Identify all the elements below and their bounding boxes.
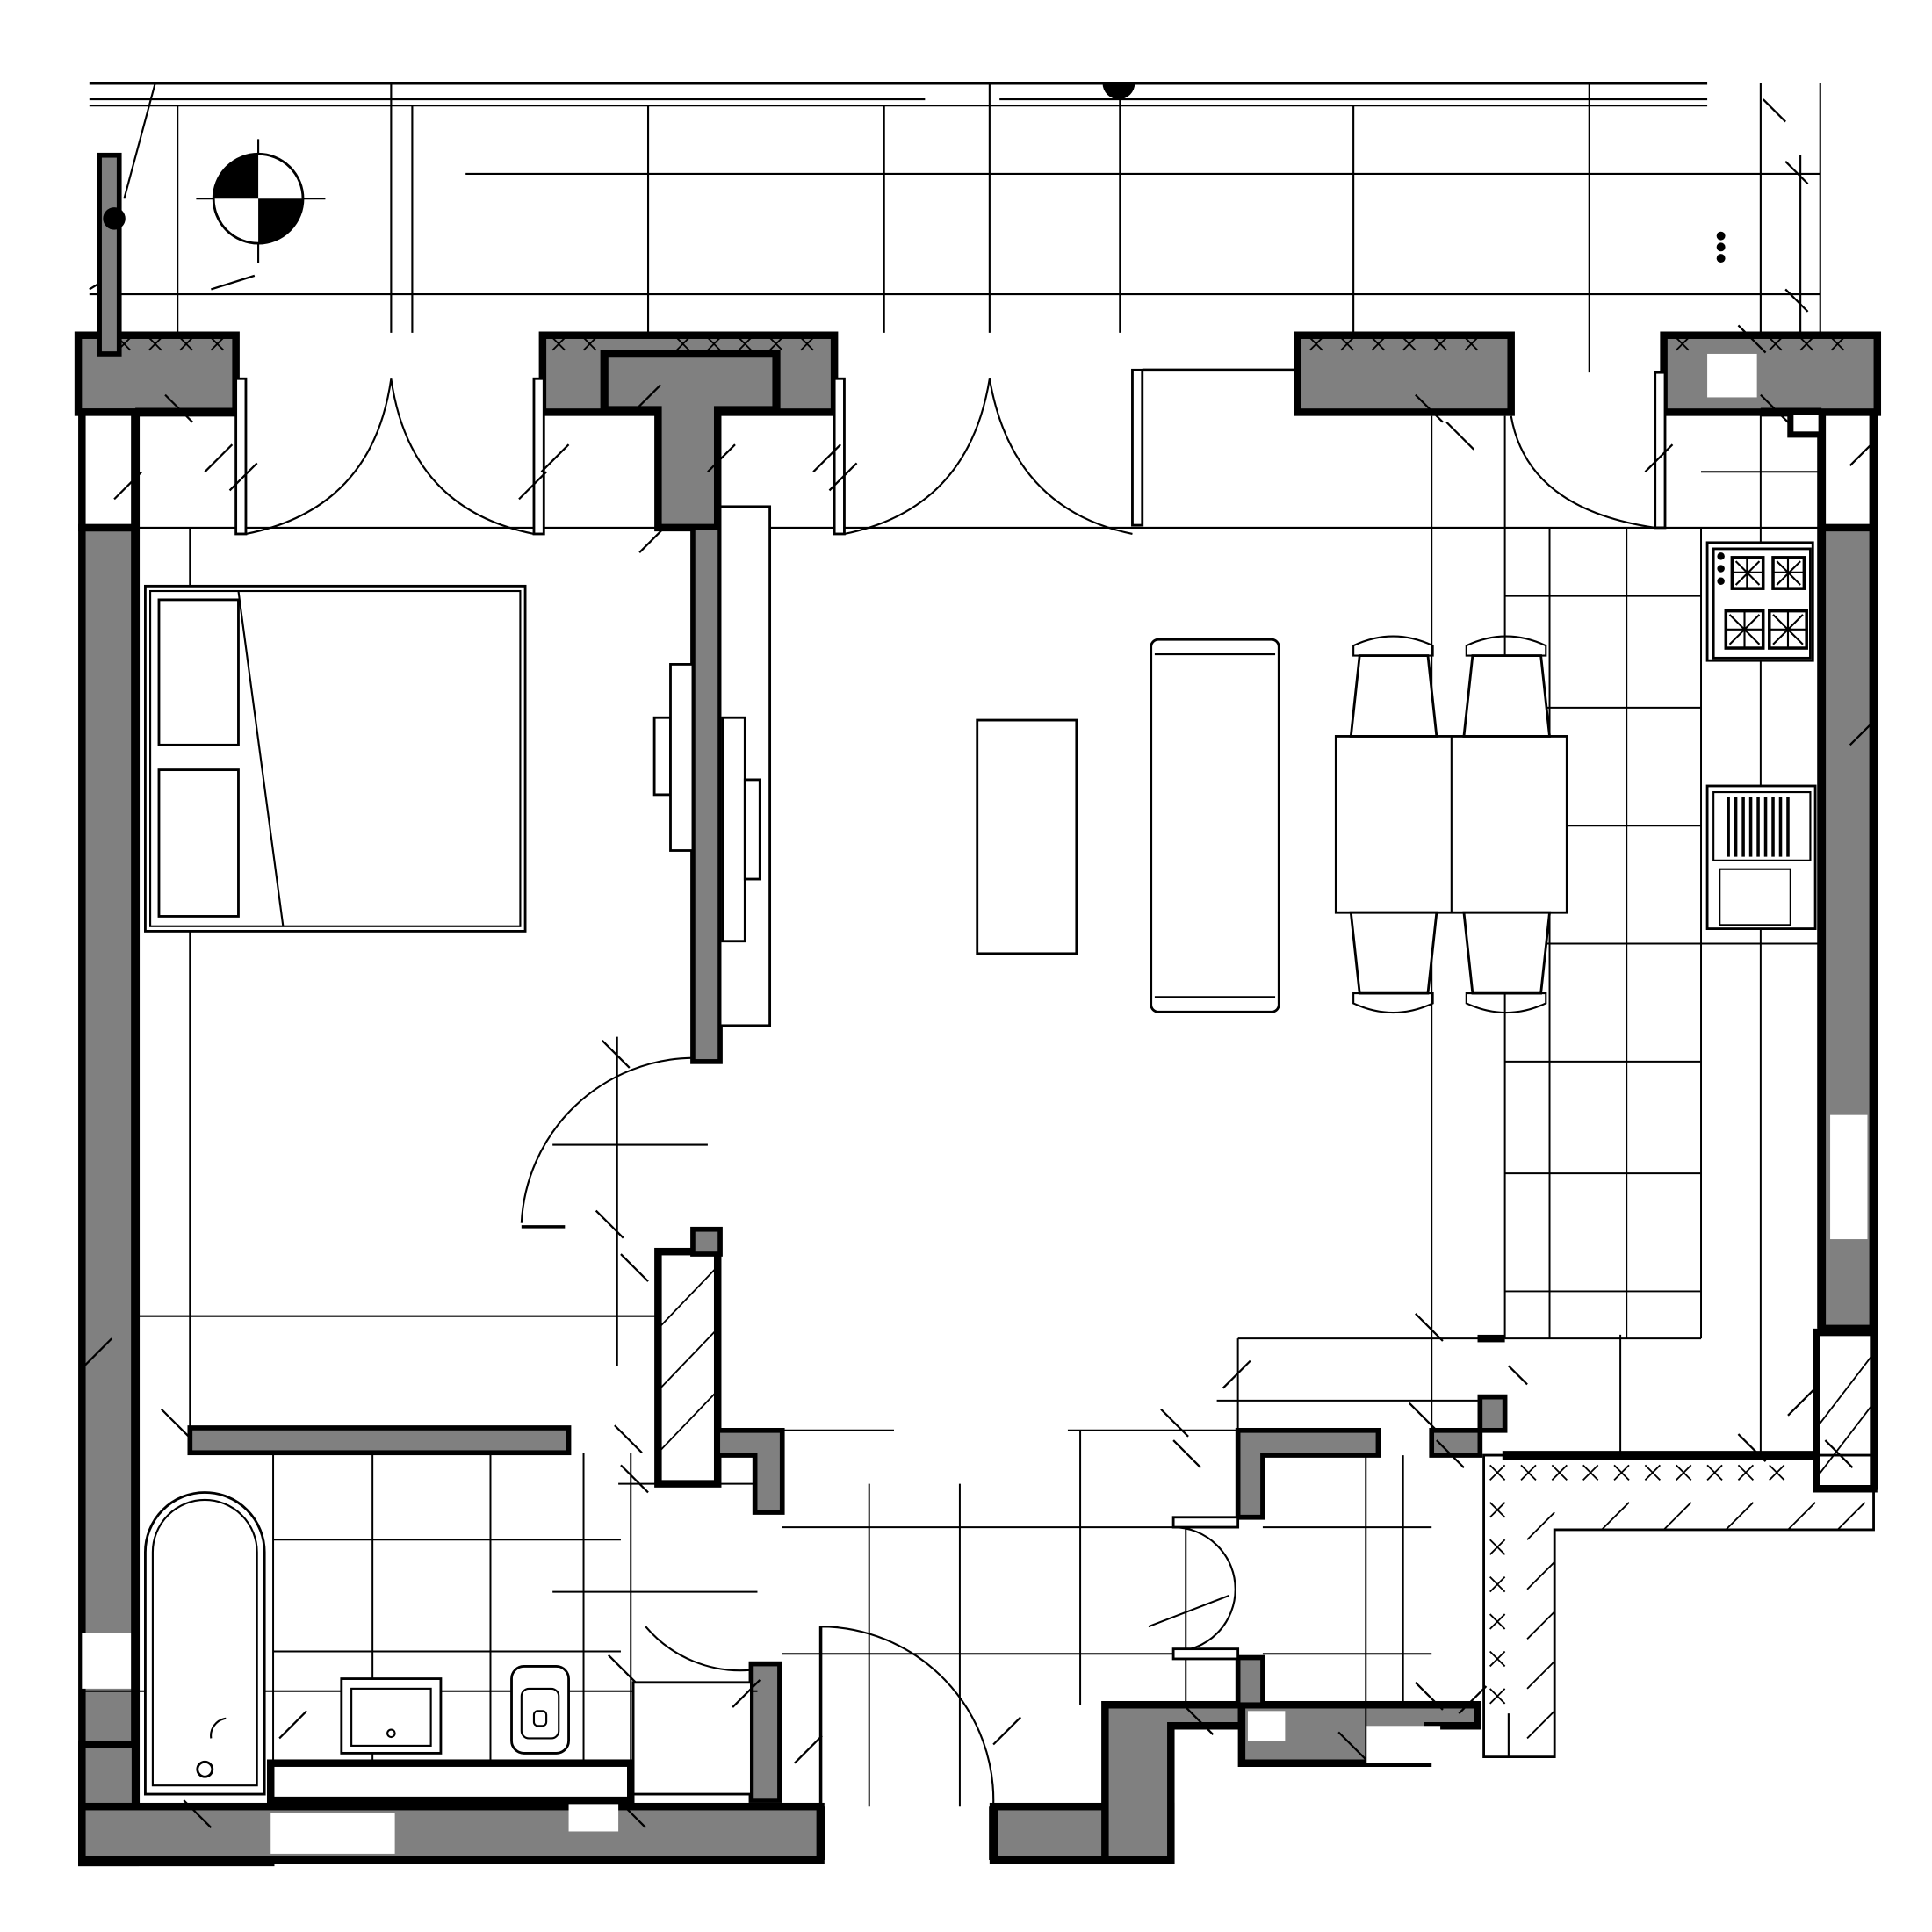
sofa (1150, 638, 1280, 1013)
terrace (89, 81, 1821, 373)
walls (74, 152, 1882, 1867)
bedroom (136, 505, 772, 1428)
dining-table (1334, 735, 1568, 914)
tv-unit (652, 663, 761, 943)
dining-area (1334, 635, 1568, 1014)
stove (1705, 541, 1814, 662)
bathtub (144, 1491, 266, 1796)
hallway (769, 1399, 1478, 1807)
storage (1148, 1516, 1240, 1661)
living-room (552, 638, 1280, 1366)
section-marker-icon (196, 139, 326, 263)
dining-chair (1349, 635, 1552, 1014)
kitchen (1236, 412, 1822, 1456)
coffee-table (976, 718, 1078, 955)
dimension-ticks (83, 324, 1878, 1829)
bathroom (82, 1453, 758, 1801)
toilet (510, 1665, 570, 1755)
double-bed (144, 584, 527, 933)
windows-doors (93, 368, 1822, 1807)
washbasin (340, 1677, 443, 1755)
kitchen-sink (1705, 784, 1817, 930)
